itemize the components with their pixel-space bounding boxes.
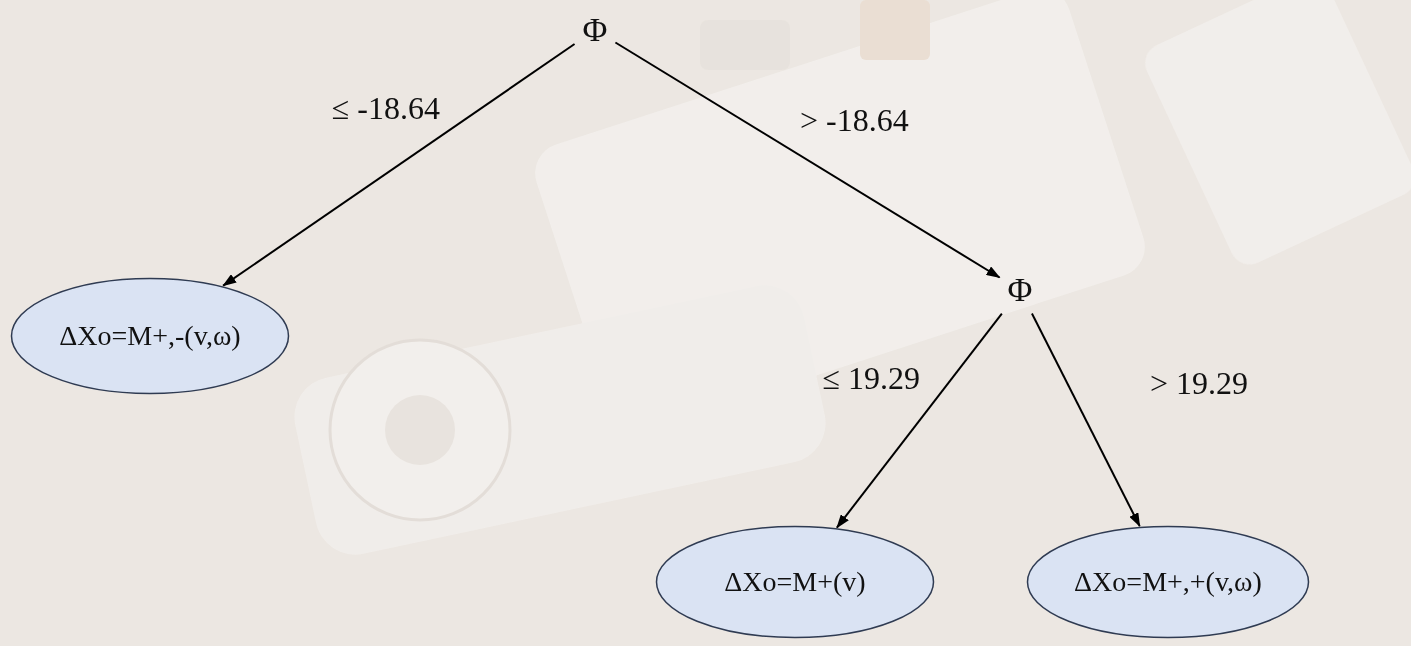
ellipse-fill xyxy=(1028,527,1309,638)
leaf-ellipse: ΔXo=M+(v) xyxy=(655,525,935,639)
ellipse-fill xyxy=(12,279,289,394)
split-variable: Φ xyxy=(1000,266,1041,313)
orange-part xyxy=(860,0,930,60)
leaf-ellipse: ΔXo=M+,-(v,ω) xyxy=(10,277,290,395)
threshold-label: > 19.29 xyxy=(1150,365,1248,402)
split-symbol: Φ xyxy=(1008,270,1033,309)
robot-arm xyxy=(287,278,833,562)
branch-arrow xyxy=(223,44,574,286)
branch-arrow xyxy=(615,42,999,277)
leaf-formula: ΔXo=M+,+(v,ω) xyxy=(1074,566,1262,598)
leaf-formula: ΔXo=M+(v) xyxy=(724,566,865,598)
leaf-ellipse: ΔXo=M+,+(v,ω) xyxy=(1026,525,1310,639)
leaf-formula: ΔXo=M+,-(v,ω) xyxy=(59,320,240,352)
split-variable: Φ xyxy=(575,6,616,53)
threshold-label: ≤ -18.64 xyxy=(332,90,440,127)
threshold-label: ≤ 19.29 xyxy=(822,360,920,397)
threshold-label: > -18.64 xyxy=(800,102,909,139)
robot-brick xyxy=(1139,0,1411,271)
branch-arrow xyxy=(1032,314,1140,527)
split-symbol: Φ xyxy=(583,10,608,49)
robot-detail xyxy=(700,20,790,70)
robot-wheel xyxy=(330,340,510,520)
ellipse-fill xyxy=(657,527,934,638)
branch-arrow xyxy=(837,314,1002,528)
robot-silhouette xyxy=(287,0,1411,562)
wheel-hub xyxy=(385,395,455,465)
